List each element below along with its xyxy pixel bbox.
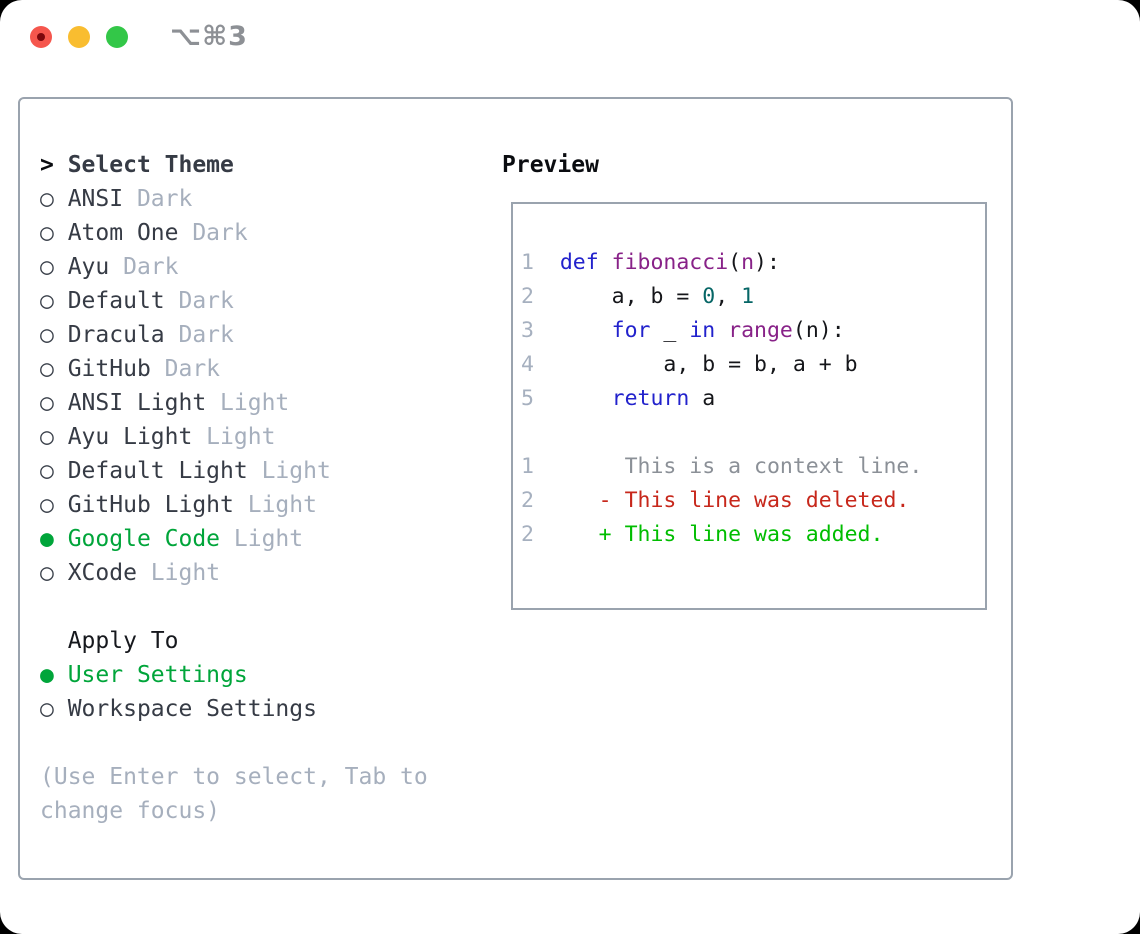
preview-blank-line [521, 416, 985, 450]
theme-variant-badge: Light [136, 560, 221, 586]
theme-name: Ayu Light [67, 424, 193, 450]
line-number: 1 [521, 250, 560, 275]
line-number: 3 [521, 318, 560, 343]
theme-list: > Select Theme○ ANSI Dark○ Atom One Dark… [40, 148, 485, 828]
theme-variant-badge: Light [247, 458, 331, 484]
radio-icon: ○ [40, 560, 68, 586]
apply-option-label: Workspace Settings [67, 696, 317, 722]
theme-name: Google Code [67, 526, 221, 552]
theme-option-default-light[interactable]: ○ Default Light Light [40, 454, 485, 488]
theme-name: Default [67, 288, 165, 314]
preview-code-line: 2 a, b = 0, 1 [521, 284, 755, 309]
theme-option-xcode[interactable]: ○ XCode Light [40, 556, 485, 590]
apply-option-label: User Settings [67, 662, 248, 688]
theme-name: Atom One [67, 220, 179, 246]
radio-icon: ○ [40, 288, 68, 314]
theme-variant-badge: Dark [123, 186, 193, 212]
theme-option-google-code[interactable]: ● Google Code Light [40, 522, 485, 556]
window-titlebar: ⌥⌘3 [30, 21, 248, 52]
theme-option-default[interactable]: ○ Default Dark [40, 284, 485, 318]
apply-to-header: Apply To [40, 624, 485, 658]
close-dot-icon [37, 33, 45, 41]
radio-icon: ○ [40, 390, 68, 416]
theme-option-ayu[interactable]: ○ Ayu Dark [40, 250, 485, 284]
theme-option-github[interactable]: ○ GitHub Dark [40, 352, 485, 386]
theme-name: GitHub Light [67, 492, 234, 518]
radio-icon: ○ [40, 696, 68, 722]
preview-code-line: 4 a, b = b, a + b [521, 352, 858, 377]
apply-to-label: Apply To [67, 628, 179, 654]
theme-variant-badge: Light [206, 390, 290, 416]
theme-option-atom-one[interactable]: ○ Atom One Dark [40, 216, 485, 250]
theme-variant-badge: Light [220, 526, 304, 552]
theme-option-ansi-light[interactable]: ○ ANSI Light Light [40, 386, 485, 420]
line-number: 5 [521, 386, 560, 411]
theme-name: Default Light [67, 458, 248, 484]
theme-variant-badge: Light [233, 492, 317, 518]
select-theme-label: Select Theme [67, 152, 234, 178]
apply-option-workspace-settings[interactable]: ○ Workspace Settings [40, 692, 485, 726]
radio-icon: ○ [40, 220, 68, 246]
theme-variant-badge: Dark [150, 356, 221, 382]
theme-name: Ayu [67, 254, 110, 280]
theme-option-github-light[interactable]: ○ GitHub Light Light [40, 488, 485, 522]
radio-icon: ○ [40, 322, 68, 348]
help-text: (Use Enter to select, Tab to change focu… [40, 764, 442, 824]
radio-icon: ○ [40, 424, 68, 450]
minimize-button[interactable] [68, 26, 90, 48]
line-number: 4 [521, 352, 560, 377]
theme-name: XCode [67, 560, 137, 586]
theme-variant-badge: Dark [164, 322, 234, 348]
apply-option-user-settings[interactable]: ● User Settings [40, 658, 485, 692]
window-shortcut-label: ⌥⌘3 [170, 21, 248, 52]
radio-icon: ● [40, 662, 68, 688]
theme-option-dracula[interactable]: ○ Dracula Dark [40, 318, 485, 352]
radio-icon: ● [40, 526, 68, 552]
zoom-button[interactable] [106, 26, 128, 48]
radio-icon: ○ [40, 458, 68, 484]
close-button[interactable] [30, 26, 52, 48]
theme-variant-badge: Dark [109, 254, 179, 280]
theme-name: Dracula [67, 322, 165, 348]
radio-icon: ○ [40, 492, 68, 518]
theme-variant-badge: Dark [164, 288, 234, 314]
preview-code-line: 1 This is a context line. [521, 454, 923, 479]
preview-code-line: 3 for _ in range(n): [521, 318, 845, 343]
preview-title: Preview [502, 152, 599, 178]
preview-code-line: 2 - This line was deleted. [521, 488, 910, 513]
line-number: 2 [521, 284, 560, 309]
cursor-icon: > [40, 152, 68, 178]
line-number: 2 [521, 522, 560, 547]
preview-code-line: 5 return a [521, 386, 716, 411]
radio-icon: ○ [40, 356, 68, 382]
radio-icon: ○ [40, 254, 68, 280]
select-theme-header: > Select Theme [40, 148, 485, 182]
theme-option-ansi[interactable]: ○ ANSI Dark [40, 182, 485, 216]
theme-variant-badge: Light [192, 424, 276, 450]
theme-picker-panel: > Select Theme○ ANSI Dark○ Atom One Dark… [18, 97, 1013, 880]
theme-option-ayu-light[interactable]: ○ Ayu Light Light [40, 420, 485, 454]
line-number: 2 [521, 488, 560, 513]
preview-code-line: 2 + This line was added. [521, 522, 884, 547]
theme-name: ANSI [67, 186, 124, 212]
preview-box: 1 def fibonacci(n): 2 a, b = 0, 1 3 for _ … [511, 202, 987, 610]
theme-name: ANSI Light [67, 390, 207, 416]
theme-variant-badge: Dark [178, 220, 248, 246]
preview-code-line: 1 def fibonacci(n): [521, 250, 780, 275]
line-number: 1 [521, 454, 560, 479]
theme-name: GitHub [67, 356, 151, 382]
radio-icon: ○ [40, 186, 68, 212]
